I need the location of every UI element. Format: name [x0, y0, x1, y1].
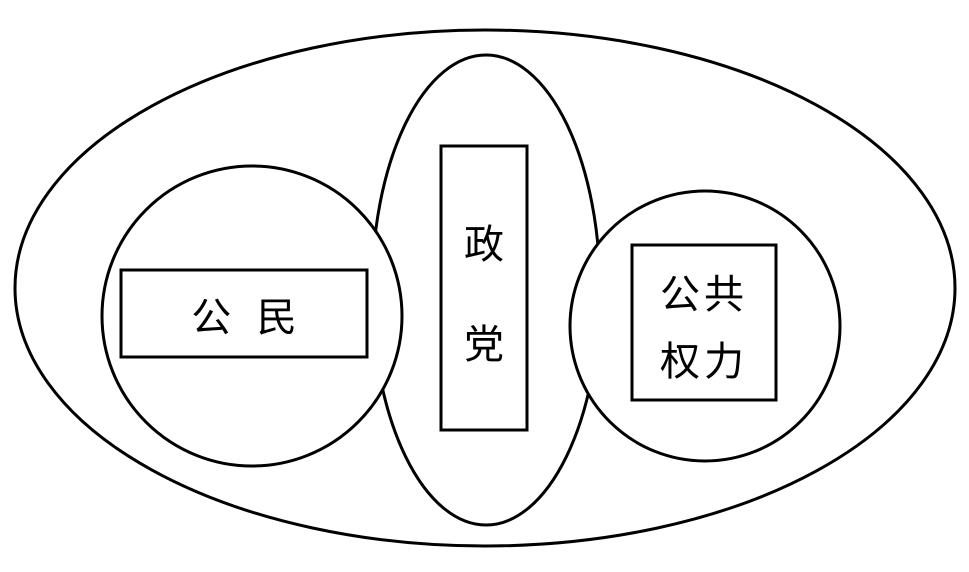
public-power-label-line-1: 公共	[660, 272, 748, 318]
citizen-box	[119, 268, 369, 359]
party-label-line-2: 党	[464, 322, 504, 368]
party-box	[439, 144, 529, 432]
party-label-line-1: 政	[464, 222, 504, 268]
public-power-box	[630, 243, 778, 402]
citizen-label: 公 民	[191, 295, 296, 341]
public-power-label-line-2: 权力	[660, 339, 748, 385]
